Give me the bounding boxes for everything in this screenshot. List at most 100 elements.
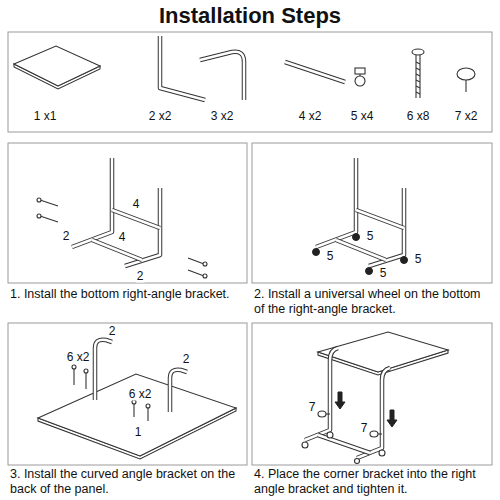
parts-drawing-part xyxy=(160,36,205,100)
callout-number: 4 xyxy=(118,231,127,244)
step4-drawing-part xyxy=(318,435,370,453)
callout-number: 5 xyxy=(326,250,335,263)
step3-drawing-part xyxy=(95,340,112,400)
step4-drawing xyxy=(302,332,448,464)
callout-number: 5 xyxy=(366,230,375,243)
step1-drawing-part xyxy=(37,198,41,202)
step2-drawing-part xyxy=(336,240,386,260)
panel-frames-part xyxy=(8,143,247,283)
callout-number: 7 xyxy=(360,422,369,435)
parts-drawing-part xyxy=(285,62,345,82)
callout-number: 6 x2 xyxy=(66,351,91,364)
parts-drawing-part xyxy=(355,68,365,74)
step2-drawing-part xyxy=(313,249,320,256)
callout-number: 5 xyxy=(414,253,423,266)
step4-drawing-part xyxy=(327,432,333,438)
part-label: 4 x2 xyxy=(298,110,323,123)
parts-drawing-part xyxy=(200,52,244,100)
callout-number: 6 x2 xyxy=(128,388,153,401)
step1-drawing-part xyxy=(37,214,41,218)
step3-drawing-part xyxy=(84,369,88,373)
step4-drawing-part xyxy=(318,332,448,372)
callout-number: 1 xyxy=(134,426,143,439)
step1-drawing-part xyxy=(203,274,207,278)
parts-drawing-part xyxy=(465,80,466,92)
step4-drawing-part xyxy=(370,431,378,437)
step1-drawing-part xyxy=(40,200,204,276)
step4-drawing-part xyxy=(318,411,326,417)
part-label: 1 x1 xyxy=(33,110,58,123)
callout-number: 2 xyxy=(182,353,191,366)
parts-drawing-part xyxy=(457,68,475,80)
callout-number: 7 xyxy=(308,401,317,414)
panel-frames-part xyxy=(252,323,492,465)
step4-drawing-part xyxy=(305,348,338,440)
part-label: 2 x2 xyxy=(148,110,173,123)
step4-drawing-part xyxy=(387,410,397,427)
panel-frames xyxy=(8,32,492,465)
step2-drawing-part xyxy=(366,268,373,275)
panel-frames-part xyxy=(8,323,247,465)
parts-drawing-part xyxy=(14,46,100,86)
step4-drawing-part xyxy=(378,433,382,434)
part-label: 7 x2 xyxy=(454,110,479,123)
step3-drawing-part xyxy=(38,374,236,456)
callout-number: 2 xyxy=(108,325,117,338)
callout-number: 2 xyxy=(62,230,71,243)
parts-drawing-part xyxy=(416,62,420,94)
step1-drawing-part xyxy=(72,158,112,247)
step-caption: 2. Install a universal wheel on the bott… xyxy=(254,287,492,317)
step4-drawing-part xyxy=(335,392,345,409)
step4-drawing-part xyxy=(305,348,338,440)
step1-drawing-part xyxy=(112,210,160,228)
panel-frames-part xyxy=(8,32,492,132)
step1-drawing-part xyxy=(72,158,112,247)
parts-drawing-part xyxy=(415,55,416,98)
step4-drawing-part xyxy=(326,413,330,414)
step1-drawing xyxy=(37,158,207,278)
step3-drawing-part xyxy=(132,400,136,404)
step1-drawing-part xyxy=(112,210,160,228)
step-caption: 3. Install the curved angle bracket on t… xyxy=(10,467,246,497)
step3-drawing xyxy=(38,340,236,459)
step3-drawing-part xyxy=(72,365,76,369)
parts-drawing-part xyxy=(419,55,420,98)
step2-drawing-part xyxy=(401,257,408,264)
step3-drawing-part xyxy=(95,340,112,400)
step4-drawing-part xyxy=(302,442,308,448)
step2-drawing-part xyxy=(356,210,404,228)
part-label: 5 x4 xyxy=(350,110,375,123)
step2-drawing-part xyxy=(336,240,386,260)
parts-drawing xyxy=(14,36,475,100)
step4-drawing-part xyxy=(357,368,390,458)
step2-drawing-part xyxy=(356,210,404,228)
step2-drawing-part xyxy=(353,234,360,241)
step2-drawing-part xyxy=(316,158,356,247)
parts-drawing-part xyxy=(200,52,244,100)
step4-drawing-part xyxy=(379,450,385,456)
parts-drawing-part xyxy=(412,49,424,55)
parts-drawing-part xyxy=(160,36,205,100)
step4-drawing-part xyxy=(355,459,360,464)
callout-number: 4 xyxy=(132,198,141,211)
parts-drawing-part xyxy=(355,76,365,86)
step3-drawing-part xyxy=(146,404,150,408)
parts-drawing-part xyxy=(285,62,345,82)
part-label: 6 x8 xyxy=(406,110,431,123)
page-title: Installation Steps xyxy=(0,3,500,29)
step4-drawing-part xyxy=(318,435,370,453)
panel-frames-part xyxy=(252,143,492,283)
step4-drawing-part xyxy=(357,368,390,458)
step1-drawing-part xyxy=(203,262,207,266)
step3-drawing-part xyxy=(170,370,187,412)
part-label: 3 x2 xyxy=(210,110,235,123)
step2-drawing xyxy=(313,158,408,275)
step-caption: 4. Place the corner bracket into the rig… xyxy=(254,467,492,497)
callout-number: 5 xyxy=(379,267,388,280)
step2-drawing-part xyxy=(316,158,356,247)
callout-number: 2 xyxy=(136,270,145,283)
step-caption: 1. Install the bottom right-angle bracke… xyxy=(10,287,246,302)
step3-drawing-part xyxy=(170,370,187,412)
